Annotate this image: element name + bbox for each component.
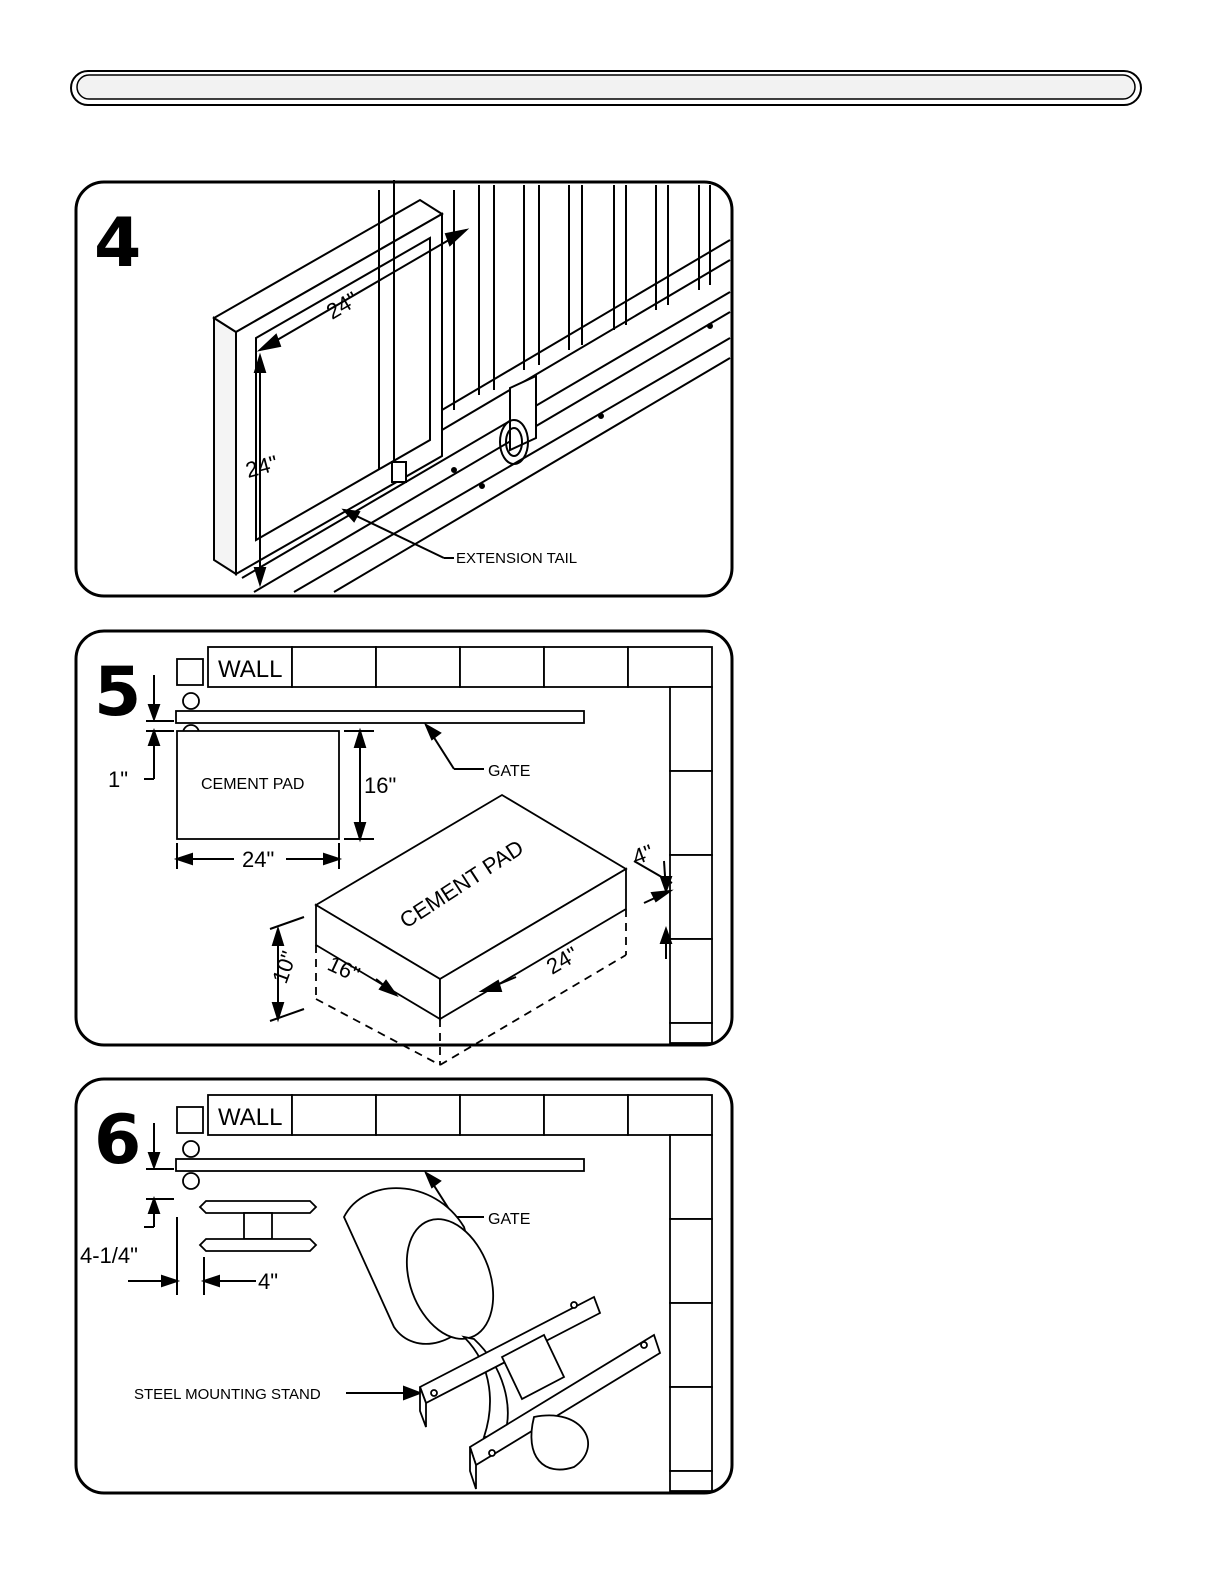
- extension-tail-label: EXTENSION TAIL: [456, 550, 577, 567]
- step-number: 5: [94, 653, 141, 732]
- wall-label: WALL: [218, 656, 282, 683]
- step-number: 6: [94, 1101, 141, 1180]
- step-6-panel: 6 WALL: [74, 1077, 734, 1495]
- gate-label: GATE: [488, 763, 530, 780]
- step-5-panel: 5 WALL: [74, 629, 734, 1047]
- wall-label: WALL: [218, 1104, 282, 1131]
- step-number: 4: [94, 204, 141, 283]
- offset-dimension-label: 1": [108, 767, 128, 792]
- steel-mounting-stand-label: STEEL MOUNTING STAND: [134, 1386, 321, 1403]
- pad-width-label: 24": [242, 847, 274, 872]
- stand-dimension-label: 4": [258, 1269, 278, 1294]
- pad-height-label: 16": [364, 773, 396, 798]
- step-4-panel: 4: [74, 180, 734, 598]
- page-header-bar: [70, 70, 1142, 106]
- offset-dimension-label: 4-1/4": [80, 1243, 138, 1268]
- gate-label: GATE: [488, 1211, 530, 1228]
- pad-plan-label: CEMENT PAD: [201, 776, 304, 793]
